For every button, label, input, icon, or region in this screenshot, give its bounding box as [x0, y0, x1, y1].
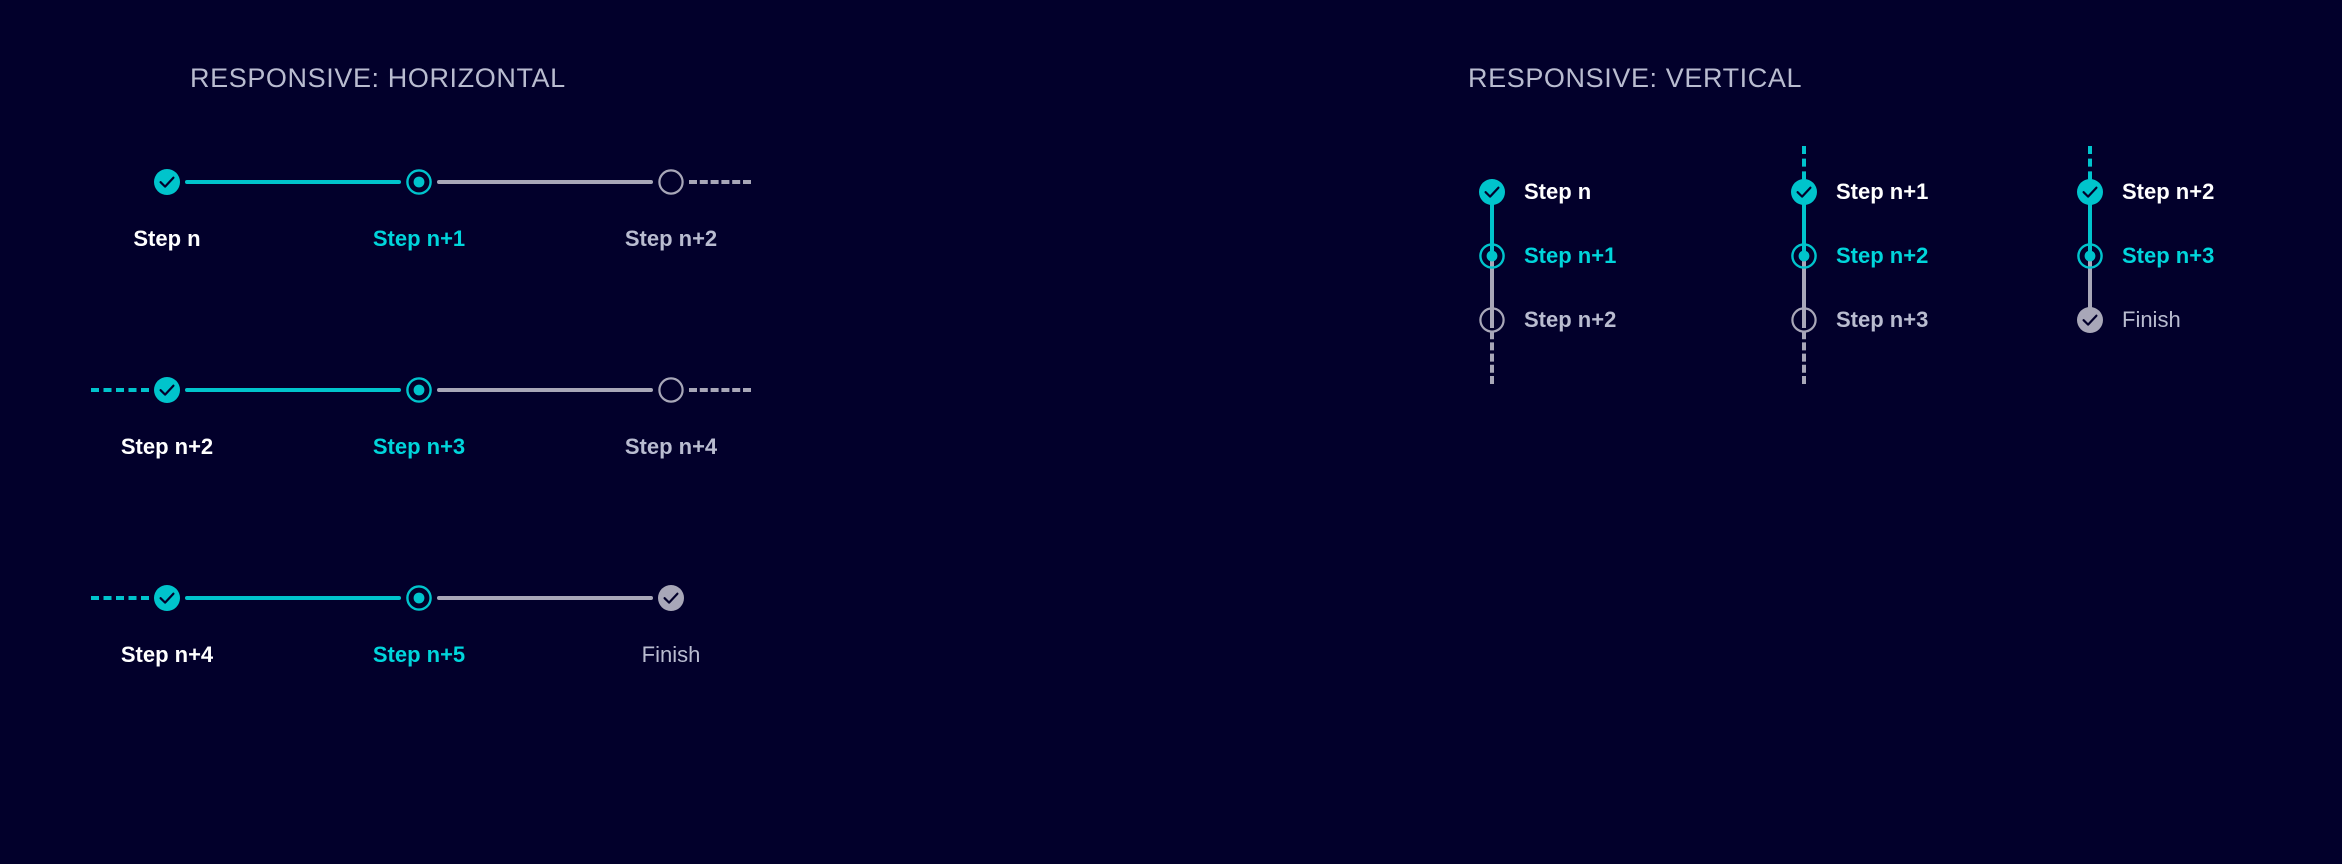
- stepper-track: [91, 576, 1155, 620]
- stepper-step-label[interactable]: Step n+2: [2122, 179, 2215, 204]
- stepper-step-label[interactable]: Step n+2: [624, 226, 718, 251]
- stepper-lead-connector: [2088, 146, 2092, 192]
- section-title-horizontal: RESPONSIVE: HORIZONTAL: [190, 63, 566, 93]
- stepper-label-row: Step n Step n+1 Step n+2: [133, 226, 1155, 260]
- stepper-connector: [2088, 192, 2092, 256]
- stepper-marker-cell: [1790, 306, 1818, 384]
- stepper-step-label[interactable]: Step n: [133, 226, 201, 251]
- stepper-step-label[interactable]: Step n+1: [1524, 243, 1617, 268]
- radio-target-icon[interactable]: [1790, 242, 1818, 270]
- check-circle-icon[interactable]: [153, 376, 181, 404]
- stepper-step-label[interactable]: Step n+4: [624, 434, 718, 459]
- check-circle-icon[interactable]: [153, 584, 181, 612]
- stepper-step-label[interactable]: Step n+1: [372, 226, 466, 251]
- stepper-marker-cell: [1478, 242, 1506, 320]
- stepper-marker-cell: [2076, 242, 2104, 320]
- stepper-step-label[interactable]: Step n+3: [372, 434, 466, 459]
- stepper-step-label[interactable]: Step n+2: [1836, 243, 1929, 268]
- stepper-connector: [437, 596, 653, 600]
- check-circle-icon[interactable]: [1478, 178, 1506, 206]
- stepper-step[interactable]: Step n: [1478, 160, 1616, 256]
- empty-circle-icon[interactable]: [1478, 306, 1506, 334]
- stepper-label-row: Step n+2 Step n+3 Step n+4: [121, 434, 1155, 468]
- stepper-step-label[interactable]: Finish: [641, 642, 701, 667]
- stepper-label-row: Step n+4 Step n+5 Finish: [121, 642, 1155, 676]
- stepper-connector: [1490, 192, 1494, 256]
- stepper-step-label[interactable]: Step n+3: [1836, 307, 1929, 332]
- stepper-connector: [1802, 192, 1806, 256]
- stepper-connector: [2088, 256, 2092, 320]
- stepper-track: [91, 368, 1155, 412]
- stepper-track: [153, 160, 1155, 204]
- stepper-step[interactable]: Step n+2: [1478, 288, 1617, 384]
- radio-target-icon[interactable]: [405, 584, 433, 612]
- stepper-step-label[interactable]: Step n+5: [372, 642, 466, 667]
- stepper-marker-cell: [1478, 178, 1506, 256]
- section-title-vertical: RESPONSIVE: VERTICAL: [1468, 63, 1803, 93]
- stepper-step-label[interactable]: Step n: [1524, 179, 1592, 204]
- stepper-lead-connector: [91, 596, 149, 600]
- empty-circle-icon[interactable]: [657, 376, 685, 404]
- radio-target-icon[interactable]: [2076, 242, 2104, 270]
- check-circle-muted-icon[interactable]: [657, 584, 685, 612]
- stepper-connector: [437, 388, 653, 392]
- stepper-step-label[interactable]: Step n+1: [1836, 179, 1929, 204]
- radio-target-icon[interactable]: [1478, 242, 1506, 270]
- stepper-connector: [1490, 320, 1494, 384]
- stepper-step-label[interactable]: Finish: [2122, 307, 2181, 332]
- stepper-lead-connector: [1802, 146, 1806, 192]
- stepper-connector: [437, 180, 653, 184]
- radio-target-icon[interactable]: [405, 168, 433, 196]
- check-circle-muted-icon[interactable]: [2076, 306, 2104, 334]
- check-circle-icon[interactable]: [1790, 178, 1818, 206]
- stepper-marker-cell: [1790, 146, 1818, 256]
- stepper-connector: [1490, 256, 1494, 320]
- stepper-connector: [1802, 320, 1806, 384]
- stepper-marker-cell: [2076, 146, 2104, 256]
- check-circle-icon[interactable]: [153, 168, 181, 196]
- stepper-step[interactable]: Step n+2: [2076, 146, 2215, 256]
- radio-target-icon[interactable]: [405, 376, 433, 404]
- stepper-lead-connector: [91, 388, 149, 392]
- stepper-step[interactable]: Finish: [2076, 288, 2214, 352]
- stepper-step[interactable]: Step n+2: [1790, 224, 1929, 320]
- stepper-connector: [185, 180, 401, 184]
- horizontal-stepper-row: Step n+4 Step n+5 Finish: [91, 576, 1155, 676]
- stepper-trail-connector: [689, 180, 751, 184]
- stepper-connector: [185, 388, 401, 392]
- stepper-step[interactable]: Step n+1: [1478, 224, 1617, 320]
- stepper-marker-cell: [1478, 306, 1506, 384]
- horizontal-stepper-row: Step n+2 Step n+3 Step n+4: [91, 368, 1155, 468]
- stepper-step-label[interactable]: Step n+3: [2122, 243, 2215, 268]
- stepper-step-label[interactable]: Step n+2: [120, 434, 214, 459]
- horizontal-stepper-row: Step n Step n+1 Step n+2: [133, 160, 1155, 260]
- stepper-step-label[interactable]: Step n+2: [1524, 307, 1617, 332]
- stepper-connector: [185, 596, 401, 600]
- stepper-step[interactable]: Step n+3: [2076, 224, 2215, 320]
- check-circle-icon[interactable]: [2076, 178, 2104, 206]
- stepper-step[interactable]: Step n+1: [1790, 146, 1929, 256]
- empty-circle-icon[interactable]: [1790, 306, 1818, 334]
- stepper-connector: [1802, 256, 1806, 320]
- stepper-marker-cell: [2076, 306, 2104, 334]
- stepper-marker-cell: [1790, 242, 1818, 320]
- stepper-step[interactable]: Step n+3: [1790, 288, 1929, 384]
- stepper-trail-connector: [689, 388, 751, 392]
- stepper-step-label[interactable]: Step n+4: [120, 642, 214, 667]
- empty-circle-icon[interactable]: [657, 168, 685, 196]
